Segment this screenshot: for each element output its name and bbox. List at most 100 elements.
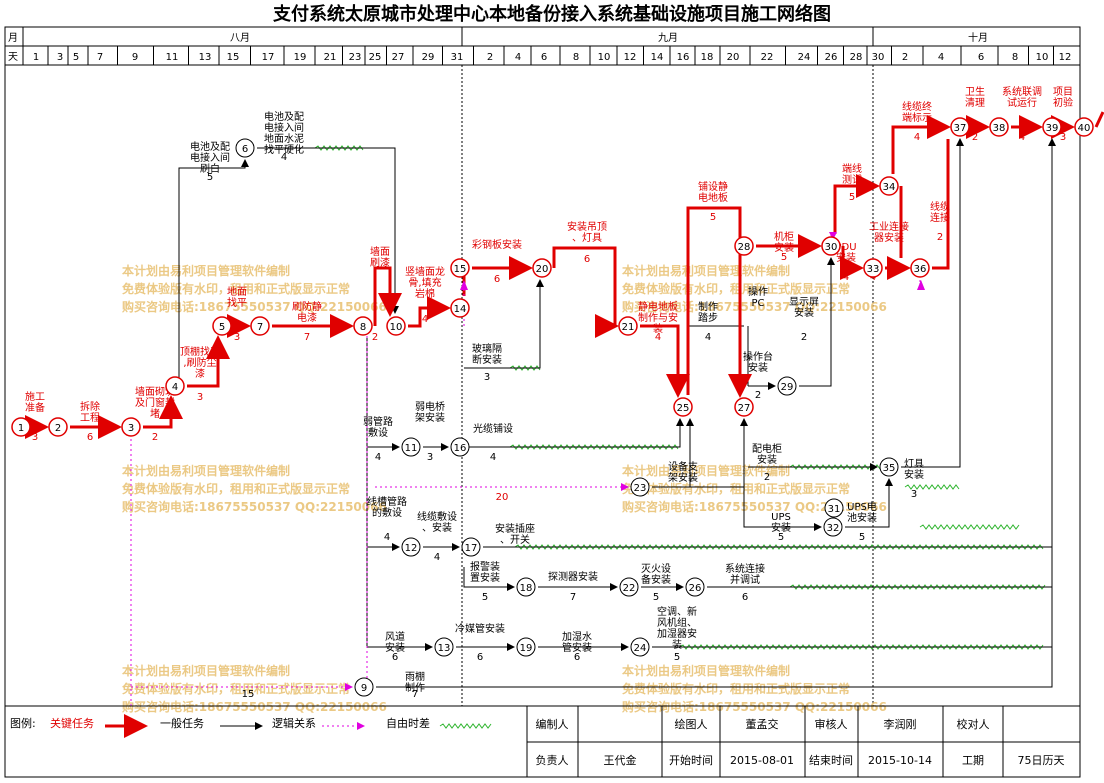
event-node-circle bbox=[516, 637, 536, 657]
event-node-circle bbox=[824, 498, 844, 518]
day-label: 13 bbox=[199, 52, 212, 63]
event-node-circle bbox=[434, 637, 454, 657]
watermark-text: 免费体验版有水印，租用和正式版显示正常 bbox=[622, 281, 850, 296]
task-name: 系统连接并调试 bbox=[725, 562, 765, 586]
event-node-number: 18 bbox=[520, 583, 533, 594]
event-node-circle bbox=[48, 417, 68, 437]
event-node-number: 16 bbox=[454, 443, 467, 454]
day-label: 12 bbox=[1059, 52, 1072, 63]
event-node-number: 23 bbox=[634, 483, 647, 494]
day-label: 2 bbox=[902, 52, 908, 63]
event-node-circle bbox=[353, 316, 373, 336]
footer: 图例: 关键任务 一般任务 逻辑关系 自由时差 编制人 绘图人 董孟交 审核人 … bbox=[4, 705, 1081, 778]
event-node-circle bbox=[630, 637, 650, 657]
task-duration: 2 bbox=[972, 132, 978, 143]
event-node: 25 bbox=[673, 397, 693, 417]
event-node-circle bbox=[879, 176, 899, 196]
event-node-number: 34 bbox=[883, 182, 896, 193]
watermark-text: 免费体验版有水印，租用和正式版显示正常 bbox=[122, 681, 350, 696]
task-name: 安装吊顶、灯具 bbox=[567, 220, 607, 244]
watermark-text: 本计划由易利项目管理软件编制 bbox=[122, 463, 290, 478]
task-duration: 7 bbox=[412, 689, 418, 700]
event-node: 6 bbox=[235, 138, 255, 158]
event-node-circle bbox=[777, 376, 797, 396]
day-label: 10 bbox=[598, 52, 611, 63]
day-label: 20 bbox=[727, 52, 740, 63]
owner-value: 王代金 bbox=[604, 753, 637, 767]
task-name: 线缆敷设、安装 bbox=[417, 510, 457, 534]
watermark-text: 免费体验版有水印，租用和正式版显示正常 bbox=[622, 481, 850, 496]
event-node-circle bbox=[532, 258, 552, 278]
event-node: 40 bbox=[1074, 117, 1094, 137]
event-node-number: 36 bbox=[914, 264, 927, 275]
event-node-circle bbox=[516, 577, 536, 597]
event-node: 14 bbox=[450, 298, 470, 318]
event-node: 39 bbox=[1042, 117, 1062, 137]
page-title: 支付系统太原城市处理中心本地备份接入系统基础设施项目施工网络图 bbox=[272, 3, 831, 25]
legend-critical-label: 关键任务 bbox=[50, 716, 94, 730]
day-label: 26 bbox=[825, 52, 838, 63]
event-node-circle bbox=[386, 316, 406, 336]
event-node-circle bbox=[879, 457, 899, 477]
task-duration: 2 bbox=[372, 332, 378, 343]
task-duration: 6 bbox=[494, 274, 500, 285]
task-name: 安装插座、开关 bbox=[495, 522, 535, 546]
task-name: 冷媒管安装 bbox=[455, 622, 505, 635]
event-node: 38 bbox=[989, 117, 1009, 137]
task-name: 刷防静电漆 bbox=[292, 300, 322, 324]
task-name: 灯具安装 bbox=[904, 458, 924, 481]
task-duration: 3 bbox=[197, 392, 203, 403]
month-row-label: 月 bbox=[8, 32, 18, 44]
day-label: 12 bbox=[624, 52, 637, 63]
task-name: 配电柜安装 bbox=[752, 442, 782, 466]
editor-label: 编制人 bbox=[536, 717, 569, 731]
start-label: 开始时间 bbox=[669, 753, 713, 767]
event-node-number: 8 bbox=[360, 322, 366, 333]
task-name: 地面找平 bbox=[227, 285, 247, 309]
event-node-circle bbox=[450, 298, 470, 318]
task-name: 卫生清理 bbox=[965, 85, 985, 109]
task-duration: 6 bbox=[87, 432, 93, 443]
day-label: 27 bbox=[392, 52, 405, 63]
event-node-circle bbox=[354, 677, 374, 697]
event-node-number: 31 bbox=[828, 504, 841, 515]
event-node: 35 bbox=[879, 457, 899, 477]
critical-task-arrows bbox=[25, 111, 1104, 439]
task-duration: 5 bbox=[781, 252, 787, 263]
task-duration: 5 bbox=[710, 212, 716, 223]
task-duration: 2 bbox=[755, 390, 761, 401]
watermark-text: 本计划由易利项目管理软件编制 bbox=[122, 663, 290, 678]
event-node-circle bbox=[401, 537, 421, 557]
watermark-text: 本计划由易利项目管理软件编制 bbox=[122, 263, 290, 278]
day-label: 2 bbox=[487, 52, 493, 63]
event-node: 27 bbox=[734, 397, 754, 417]
event-node: 37 bbox=[950, 117, 970, 137]
day-label: 19 bbox=[294, 52, 307, 63]
drawer-label: 绘图人 bbox=[675, 717, 708, 731]
task-name: 玻璃隔断安装 bbox=[472, 342, 502, 366]
event-node-number: 24 bbox=[634, 643, 647, 654]
task-name: 光缆铺设 bbox=[473, 422, 513, 435]
day-label: 30 bbox=[872, 52, 885, 63]
task-name: 工业连接器安装 bbox=[869, 220, 909, 244]
end-value: 2015-10-14 bbox=[868, 754, 932, 767]
normal-task-arrows bbox=[178, 138, 1056, 688]
task-name: 线缆连接 bbox=[930, 200, 950, 224]
task-name: 制作踏步 bbox=[698, 300, 718, 324]
event-node-number: 15 bbox=[454, 264, 467, 275]
legend-normal-label: 一般任务 bbox=[160, 717, 204, 730]
reviewer-value: 李润刚 bbox=[884, 717, 917, 731]
day-label: 1 bbox=[33, 52, 39, 63]
event-node-circle bbox=[673, 397, 693, 417]
event-node-circle bbox=[734, 397, 754, 417]
event-node-number: 10 bbox=[390, 322, 403, 333]
end-label: 结束时间 bbox=[809, 754, 853, 767]
day-label: 31 bbox=[451, 52, 464, 63]
task-name: 雨棚制作 bbox=[405, 670, 425, 694]
day-label: 16 bbox=[677, 52, 690, 63]
event-node-number: 29 bbox=[781, 382, 794, 393]
